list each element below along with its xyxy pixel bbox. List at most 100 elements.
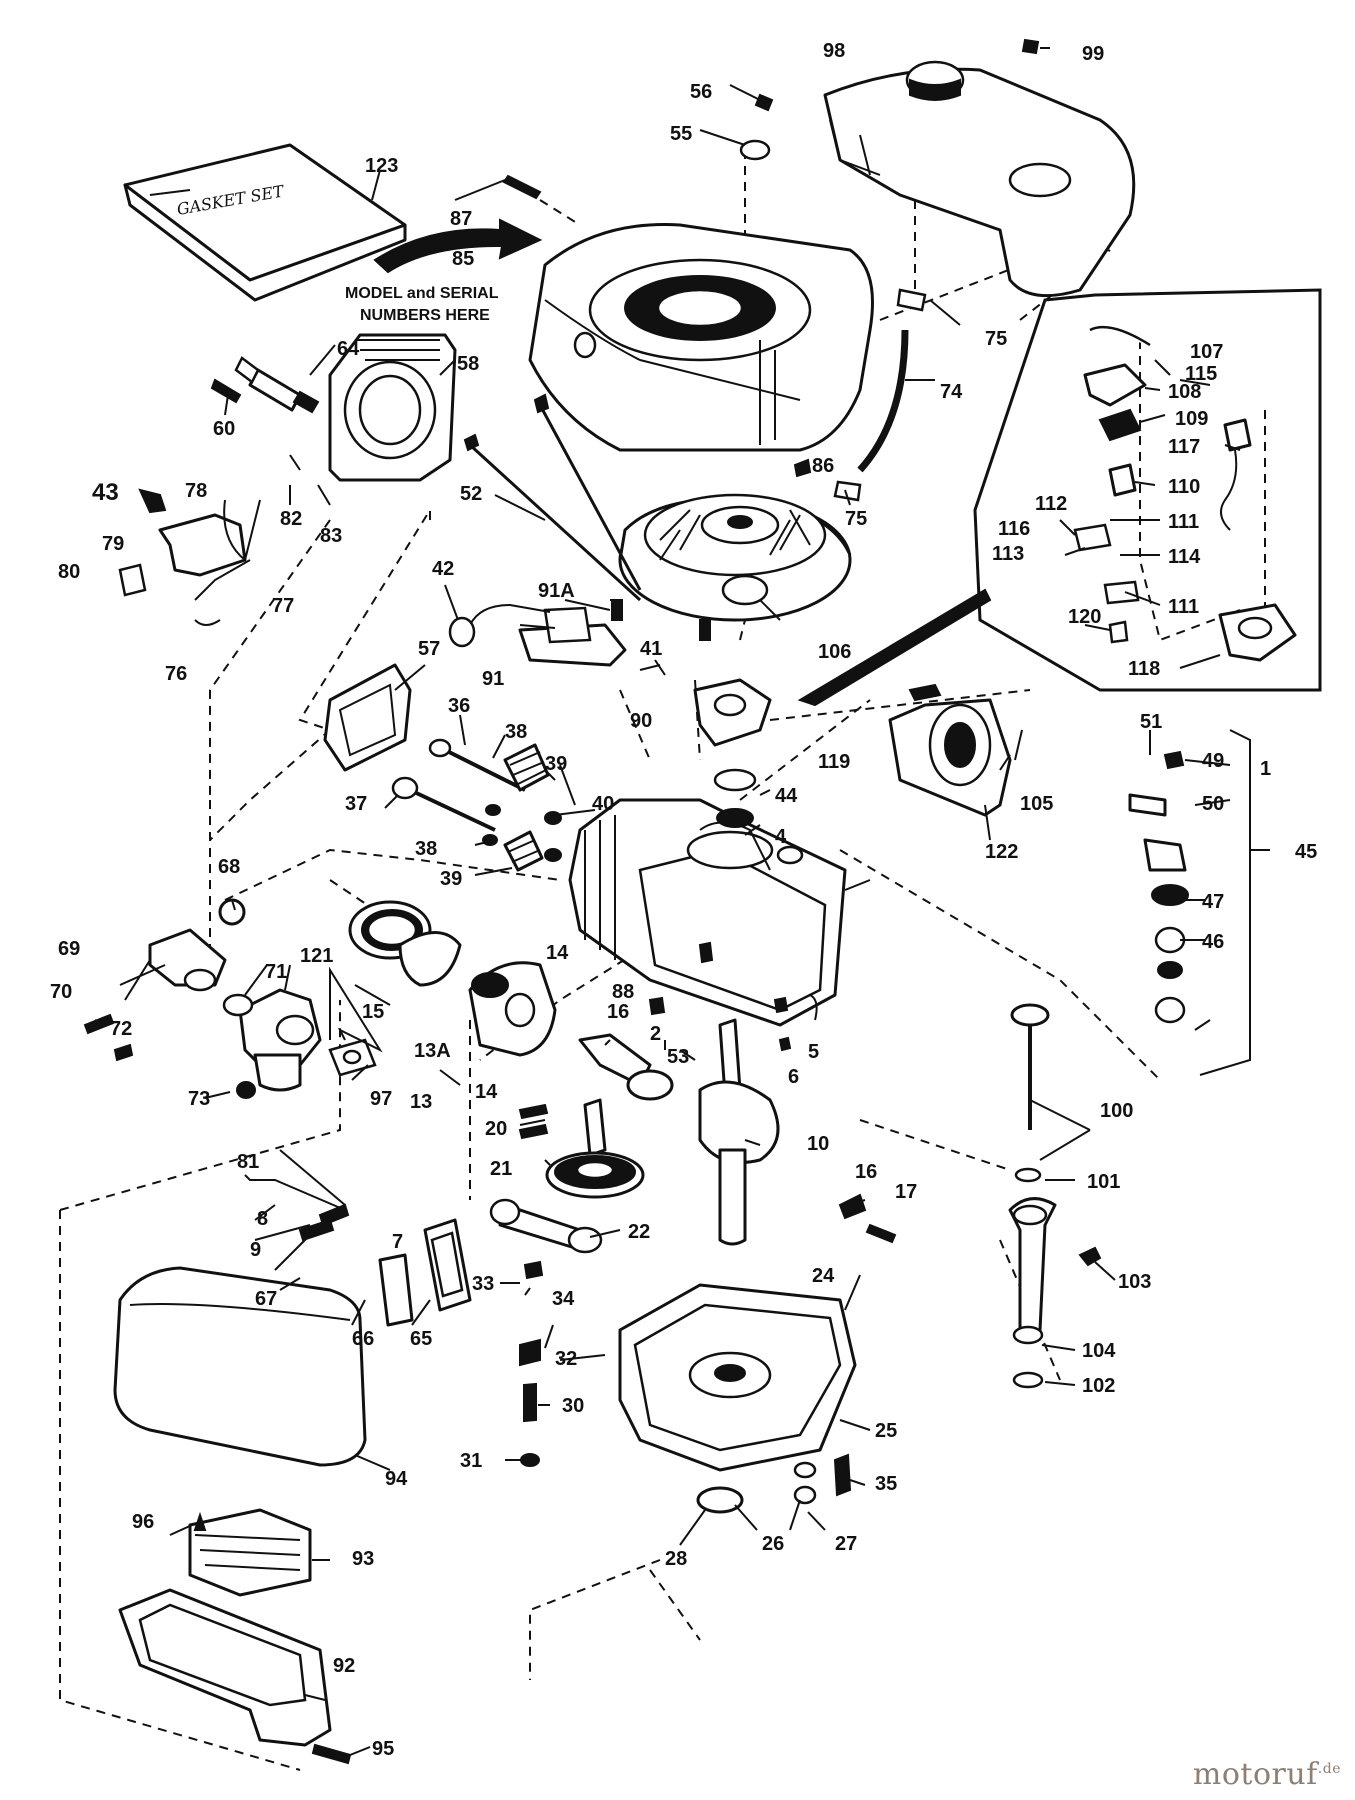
label-46: 46 [1202,931,1224,953]
label-88: 88 [612,981,634,1003]
label-104: 104 [1082,1340,1116,1362]
label-56: 56 [690,81,712,103]
label-42: 42 [432,558,454,580]
governor-housing [693,678,772,828]
camshaft-gear [545,1098,645,1199]
fuel-line [833,288,927,502]
label-2: 2 [650,1023,661,1045]
label-90: 90 [630,710,652,732]
label-92: 92 [333,1655,355,1677]
air-cleaner-cover [113,1266,367,1467]
label-116: 116 [998,518,1030,540]
label-52: 52 [460,483,482,505]
watermark-tld: .de [1317,1761,1341,1777]
label-40: 40 [592,793,614,815]
valves-and-springs [391,738,562,872]
label-30: 30 [562,1395,584,1417]
watermark: motoruf.de [1193,1757,1341,1792]
blower-housing [528,223,874,452]
label-103: 103 [1118,1271,1151,1293]
label-14b: 14 [475,1081,498,1103]
label-99: 99 [1082,43,1104,65]
label-41: 41 [640,638,662,660]
label-49: 49 [1202,750,1224,772]
label-58: 58 [457,353,479,375]
label-111a: 111 [1168,511,1199,533]
label-20: 20 [485,1118,507,1140]
label-32: 32 [555,1348,577,1370]
label-107: 107 [1190,341,1223,363]
carb-gaskets [222,993,377,1077]
label-86: 86 [812,455,834,477]
watermark-name: motoruf [1192,1757,1318,1792]
label-120: 120 [1068,606,1101,628]
label-67: 67 [255,1288,277,1310]
leader-lines [94,47,1270,1756]
label-111b: 111 [1168,596,1199,618]
label-95: 95 [372,1738,394,1760]
ignition-detail-inset [797,288,1322,707]
label-31: 31 [460,1450,482,1472]
label-66: 66 [352,1328,374,1350]
label-13a: 13A [414,1040,451,1062]
label-26: 26 [762,1533,784,1555]
label-115: 115 [1185,363,1217,385]
label-96: 96 [132,1511,154,1533]
ignition-module [448,603,627,667]
label-109: 109 [1175,408,1208,430]
label-37: 37 [345,793,367,815]
label-38b: 38 [415,838,437,860]
cylinder-head [328,333,457,482]
label-57: 57 [418,638,440,660]
label-33: 33 [472,1273,494,1295]
fasteners [83,38,1040,1765]
label-69: 69 [58,938,80,960]
label-55: 55 [670,123,692,145]
label-87: 87 [450,208,472,230]
label-77: 77 [272,595,294,617]
label-93: 93 [352,1548,374,1570]
label-35: 35 [875,1473,897,1495]
crankshaft [698,1018,780,1246]
label-24: 24 [812,1265,835,1287]
label-44: 44 [775,785,798,807]
spark-plug [234,356,320,414]
label-8: 8 [257,1208,268,1230]
label-80: 80 [58,561,80,583]
label-1: 1 [1260,758,1271,780]
label-47: 47 [1202,891,1224,913]
label-117: 117 [1168,436,1200,458]
label-17: 17 [895,1181,917,1203]
label-36: 36 [448,695,470,717]
label-121: 121 [300,945,333,967]
label-118: 118 [1128,658,1160,680]
label-50: 50 [1202,793,1224,815]
label-6: 6 [788,1066,799,1088]
label-53: 53 [667,1046,689,1068]
label-14a: 14 [546,942,569,964]
label-43: 43 [92,479,119,506]
air-cleaner-base [118,1588,332,1747]
fuel-tank [823,60,1136,298]
gasket-set-box: GASKET SET [123,143,407,302]
label-76: 76 [165,663,187,685]
label-97: 97 [370,1088,392,1110]
label-122: 122 [985,841,1018,863]
breather-gasket [323,663,412,772]
label-73: 73 [188,1088,210,1110]
label-81: 81 [237,1151,259,1173]
label-10: 10 [807,1133,829,1155]
label-16a: 16 [607,1001,629,1023]
label-16b: 16 [855,1161,877,1183]
label-85: 85 [452,248,474,270]
model-serial-line2: NUMBERS HERE [360,307,490,324]
label-21: 21 [490,1158,512,1180]
label-25: 25 [875,1420,897,1442]
model-serial-note: MODEL and SERIAL NUMBERS HERE [345,218,543,324]
cam-follower [489,1198,603,1254]
label-70: 70 [50,981,72,1003]
label-38a: 38 [505,721,527,743]
choke-control-group [1128,750,1189,1024]
